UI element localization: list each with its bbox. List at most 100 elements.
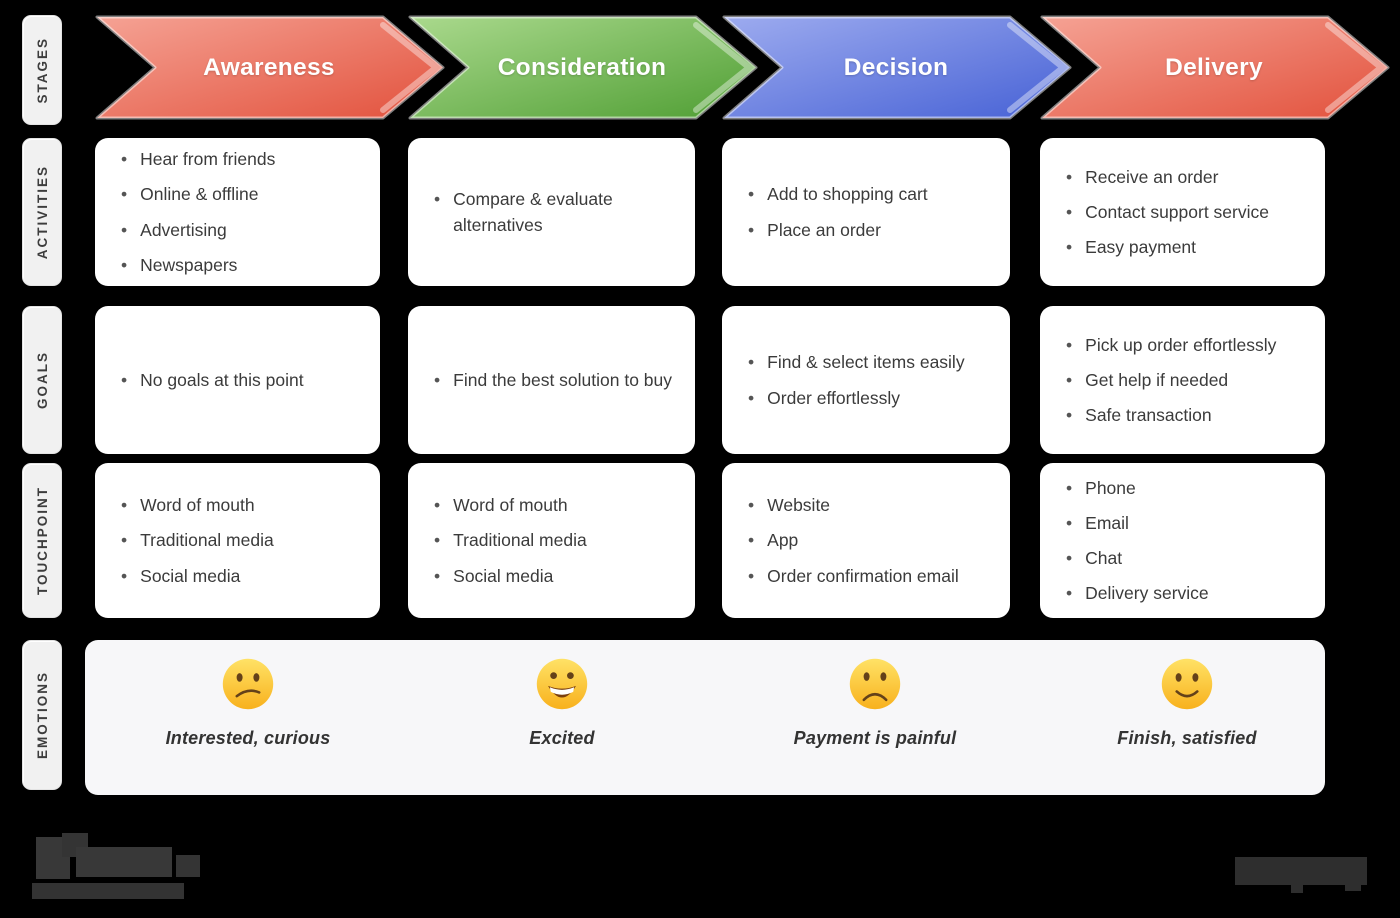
bullet-text: Social media bbox=[140, 565, 241, 586]
bullet-item: • Traditional media bbox=[121, 527, 364, 553]
stage-arrow-decision bbox=[722, 15, 1072, 120]
row-label-stages-text: STAGES bbox=[34, 36, 50, 104]
row-label-stages: STAGES bbox=[22, 15, 62, 125]
row-label-emotions-text: EMOTIONS bbox=[34, 670, 50, 759]
bullet-text: Website bbox=[767, 495, 831, 516]
bullet-text: Compare & evaluate alternatives bbox=[453, 188, 613, 235]
right-arrow-shape bbox=[1040, 15, 1390, 120]
bullet-item: •Get help if needed bbox=[1066, 367, 1309, 393]
bullet-item: •Add to shopping cart bbox=[748, 181, 994, 207]
emotion-label: Payment is painful bbox=[793, 728, 957, 748]
bullet-dot: • bbox=[748, 219, 755, 240]
card-touchpoint-awareness: • Word of mouth • Traditional media • Social … bbox=[95, 463, 380, 618]
bullet-text: Contact support service bbox=[1085, 201, 1269, 222]
emotions-band: Interested, curious Excited Payment is p… bbox=[85, 640, 1325, 795]
bullet-dot: • bbox=[1066, 237, 1073, 258]
bullet-item: • Delivery service bbox=[1066, 580, 1309, 606]
bullet-item: • Advertising bbox=[121, 217, 364, 243]
bullet-dot: • bbox=[1066, 201, 1073, 222]
right-watermark-logo bbox=[1233, 853, 1371, 897]
card-goals-consideration: • Find the best solution to buy bbox=[408, 306, 695, 454]
bullet-text: Word of mouth bbox=[453, 495, 568, 516]
bullet-dot: • bbox=[1066, 477, 1073, 498]
bullet-text: Find & select items easily bbox=[767, 352, 965, 373]
bullet-item: • Order confirmation email bbox=[748, 563, 994, 589]
bullet-text: Newspapers bbox=[140, 254, 238, 275]
card-touchpoint-delivery: •Phone•Email•Chat•Delivery service bbox=[1040, 463, 1325, 618]
bullet-text: Traditional media bbox=[140, 530, 274, 551]
bullet-dot: • bbox=[121, 219, 128, 240]
bullet-text: Advertising bbox=[140, 219, 227, 240]
bullet-dot: • bbox=[434, 188, 441, 209]
bullet-dot: • bbox=[748, 530, 755, 551]
slightly-smiling-face-emoji bbox=[1161, 658, 1213, 710]
bullet-dot: • bbox=[748, 184, 755, 205]
right-arrow-shape bbox=[95, 15, 445, 120]
bullet-item: •Find & select items easily bbox=[748, 349, 994, 375]
confused-face-emoji bbox=[222, 658, 274, 710]
bullet-text: Phone bbox=[1085, 477, 1136, 498]
bullet-item: • Traditional media bbox=[434, 527, 679, 553]
bullet-item: • Phone bbox=[1066, 475, 1309, 501]
emotion-cell-consideration: Excited bbox=[432, 656, 692, 781]
bullet-text: Receive an order bbox=[1085, 166, 1219, 187]
row-label-goals-text: GOALS bbox=[34, 350, 50, 409]
emotion-cell-awareness: Interested, curious bbox=[118, 656, 378, 781]
bullet-dot: • bbox=[121, 254, 128, 275]
right-arrow-shape bbox=[722, 15, 1072, 120]
bullet-text: Find the best solution to buy bbox=[453, 369, 673, 390]
bullet-dot: • bbox=[1066, 583, 1073, 604]
bullet-dot: • bbox=[1066, 512, 1073, 533]
bullet-dot: • bbox=[1066, 334, 1073, 355]
bullet-text: Online & offline bbox=[140, 184, 259, 205]
bullet-text: No goals at this point bbox=[140, 369, 304, 390]
bullet-text: Social media bbox=[453, 565, 554, 586]
bullet-text: Pick up order effortlessly bbox=[1085, 334, 1277, 355]
card-goals-delivery: • Pick up order effortlessly •Get help if … bbox=[1040, 306, 1325, 454]
bullet-item: • Chat bbox=[1066, 545, 1309, 571]
stage-arrow-delivery bbox=[1040, 15, 1390, 120]
bullet-item: • Website bbox=[748, 492, 994, 518]
bullet-text: Get help if needed bbox=[1085, 369, 1229, 390]
bullet-item: • Find the best solution to buy bbox=[434, 367, 679, 393]
bullet-dot: • bbox=[434, 369, 441, 390]
bullet-item: •Word of mouth bbox=[434, 492, 679, 518]
bullet-item: • Compare & evaluate alternatives bbox=[434, 186, 679, 239]
stage-arrow-consideration bbox=[408, 15, 758, 120]
bullet-dot: • bbox=[121, 184, 128, 205]
bullet-dot: • bbox=[434, 530, 441, 551]
bullet-item: • Social media bbox=[434, 563, 679, 589]
bullet-dot: • bbox=[121, 149, 128, 169]
card-touchpoint-decision: • Website • App • Order confirmation email bbox=[722, 463, 1010, 618]
bullet-dot: • bbox=[748, 565, 755, 586]
card-goals-awareness: • No goals at this point bbox=[95, 306, 380, 454]
row-label-goals: GOALS bbox=[22, 306, 62, 454]
bullet-text: App bbox=[767, 530, 799, 551]
card-touchpoint-consideration: •Word of mouth • Traditional media • Social … bbox=[408, 463, 695, 618]
bullet-dot: • bbox=[1066, 548, 1073, 568]
bullet-text: Delivery service bbox=[1085, 583, 1209, 604]
bullet-item: • App bbox=[748, 527, 994, 553]
row-label-touchpoint-text: TOUCHPOINT bbox=[34, 485, 50, 595]
bullet-dot: • bbox=[121, 565, 128, 586]
bullet-item: •Hear from friends bbox=[121, 146, 364, 172]
card-activities-delivery: • Receive an order • Contact support servic… bbox=[1040, 138, 1325, 286]
bullet-text: Chat bbox=[1085, 548, 1123, 568]
bullet-text: Word of mouth bbox=[140, 495, 255, 516]
bullet-dot: • bbox=[121, 495, 128, 516]
bullet-text: Traditional media bbox=[453, 530, 587, 551]
emotion-cell-decision: Payment is painful bbox=[745, 656, 1005, 781]
frowning-face-emoji bbox=[849, 658, 901, 710]
bullet-item: •Safe transaction bbox=[1066, 402, 1309, 428]
bullet-text: Place an order bbox=[767, 219, 881, 240]
bullet-dot: • bbox=[121, 369, 128, 390]
bullet-text: Order confirmation email bbox=[767, 565, 959, 586]
emotion-label: Finish, satisfied bbox=[1117, 728, 1257, 748]
bullet-dot: • bbox=[748, 495, 755, 516]
left-watermark-logo bbox=[32, 833, 207, 901]
bullet-dot: • bbox=[121, 530, 128, 551]
row-label-emotions: EMOTIONS bbox=[22, 640, 62, 790]
bullet-dot: • bbox=[434, 565, 441, 586]
bullet-item: • Word of mouth bbox=[121, 492, 364, 518]
bullet-text: Easy payment bbox=[1085, 237, 1197, 258]
